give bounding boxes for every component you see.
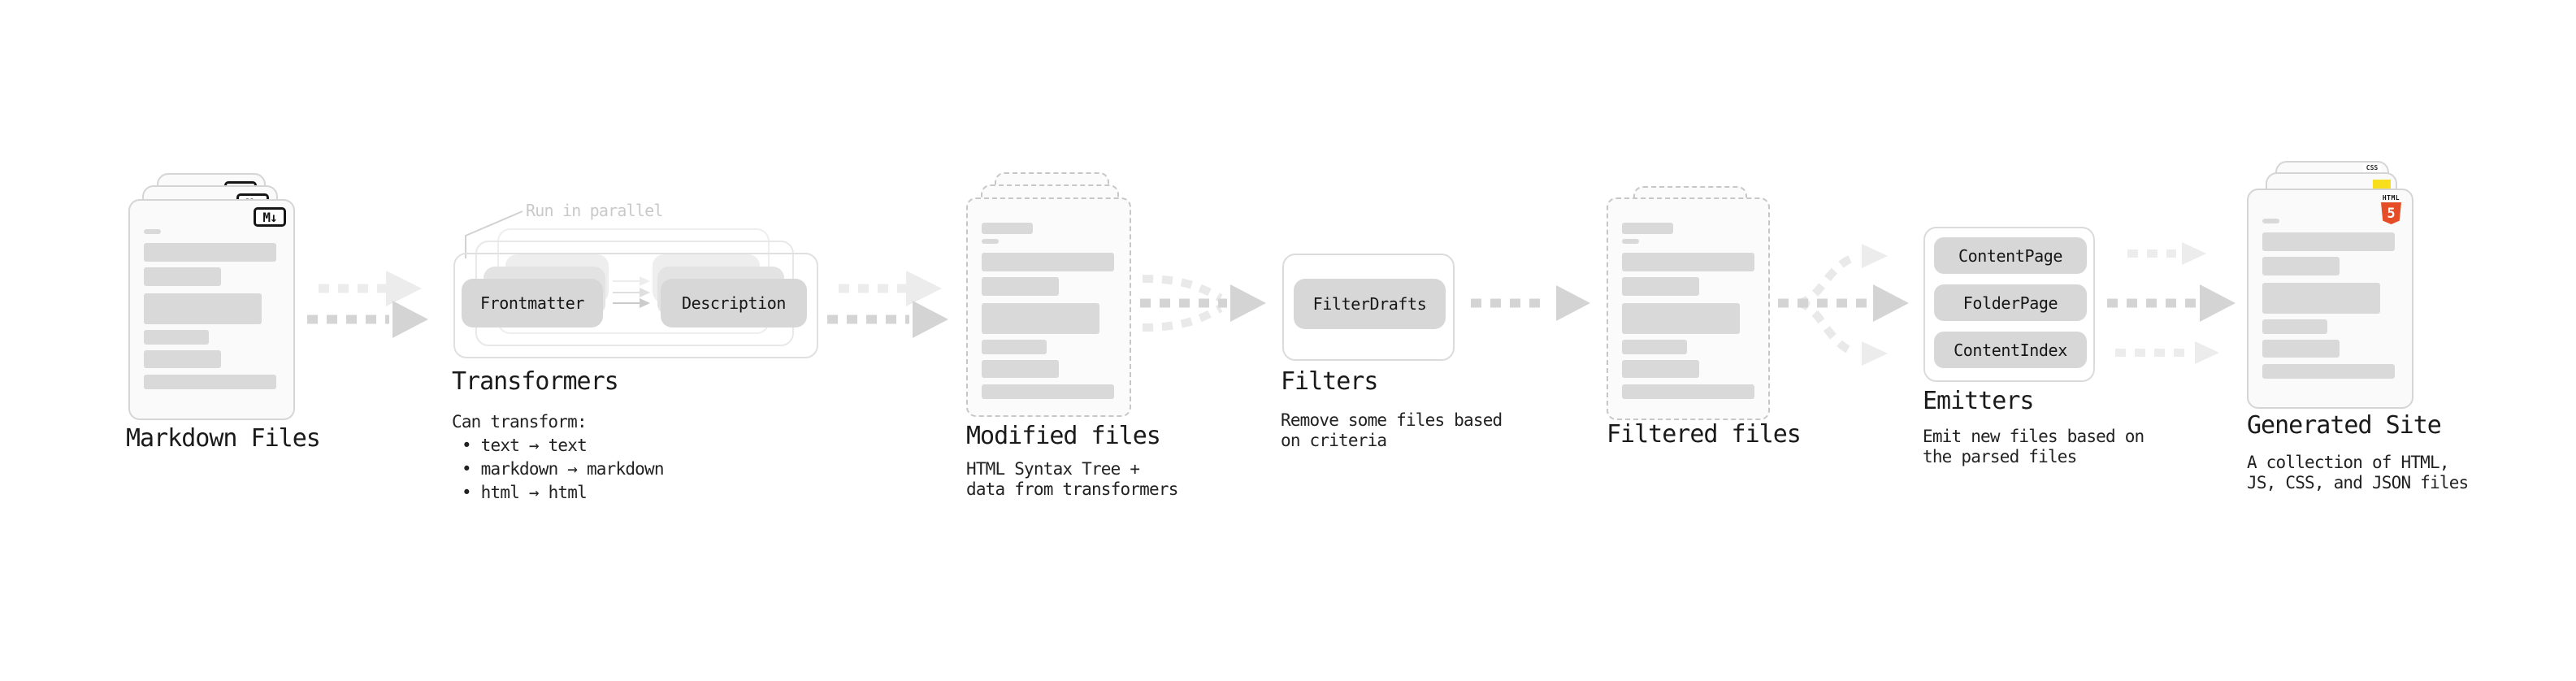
- subtitle-line: Remove some files based: [1281, 410, 1503, 430]
- flow-arrow-branch-to-emitters: [1778, 244, 1909, 366]
- description-pill: Description: [661, 279, 807, 327]
- doc-text-bar: [1622, 303, 1740, 334]
- mini-arrow-back: [613, 276, 650, 286]
- doc-text-bar: [2262, 283, 2380, 314]
- html5-icon-label: HTML: [2382, 194, 2400, 202]
- filterdrafts-pill: FilterDrafts: [1294, 279, 1446, 329]
- doc-text-bar: [1622, 340, 1687, 354]
- doc-text-bar: [144, 293, 262, 324]
- doc-text-bar: [1622, 360, 1699, 378]
- frontmatter-pill: Frontmatter: [462, 279, 603, 327]
- transform-bullet: • text → text: [462, 436, 588, 455]
- subtitle-line: Emit new files based on: [1923, 427, 2144, 446]
- subtitle-line: A collection of HTML,: [2247, 453, 2450, 472]
- flow-arrow-filters-to-filtered: [1471, 285, 1590, 321]
- doc-text-bar: [982, 360, 1059, 378]
- doc-text-bar: [982, 384, 1114, 399]
- folderpage-pill: FolderPage: [1934, 284, 2087, 321]
- markdown-files-title: Markdown Files: [126, 424, 321, 453]
- doc-text-bar: [2262, 219, 2279, 223]
- run-in-parallel-label: Run in parallel: [526, 201, 663, 220]
- doc-text-bar: [1622, 253, 1754, 271]
- doc-text-bar: [144, 243, 276, 262]
- doc-text-bar: [982, 223, 1033, 234]
- doc-text-bar: [144, 330, 209, 345]
- doc-text-bar: [144, 229, 161, 234]
- filters-title: Filters: [1281, 367, 1378, 396]
- doc-text-bar: [2262, 232, 2395, 251]
- html5-icon: HTML 5: [2381, 194, 2401, 224]
- can-transform-label: Can transform:: [452, 412, 588, 432]
- flow-arrow-transformers-to-modified: [827, 271, 948, 338]
- generated-site-title: Generated Site: [2247, 411, 2442, 440]
- flow-arrow-markdown-to-transformers: [307, 271, 428, 338]
- transformers-description: Can transform: • text → text • markdown …: [452, 410, 665, 505]
- modified-file-card-front: [966, 197, 1131, 417]
- generated-site-subtitle: A collection of HTML, JS, CSS, and JSON …: [2247, 453, 2469, 493]
- contentpage-pill: ContentPage: [1934, 237, 2087, 274]
- mini-arrow-middle: [613, 288, 650, 297]
- modified-files-title: Modified files: [966, 422, 1161, 450]
- doc-text-bar: [144, 375, 276, 389]
- transform-bullet: • html → html: [462, 483, 588, 502]
- contentindex-pill: ContentIndex: [1934, 332, 2087, 368]
- markdown-file-card-front: M↓: [128, 199, 295, 420]
- modified-files-subtitle: HTML Syntax Tree + data from transformer…: [966, 459, 1178, 500]
- doc-text-bar: [982, 239, 999, 244]
- doc-text-bar: [2262, 319, 2327, 334]
- css-icon-label: CSS: [2366, 164, 2379, 171]
- subtitle-line: HTML Syntax Tree +: [966, 459, 1140, 479]
- emitters-subtitle: Emit new files based on the parsed files: [1923, 427, 2144, 467]
- doc-text-bar: [982, 340, 1047, 354]
- generated-file-card-front: HTML 5: [2247, 189, 2413, 409]
- doc-text-bar: [982, 277, 1059, 296]
- doc-text-bar: [144, 350, 221, 368]
- doc-text-bar: [982, 303, 1099, 334]
- doc-text-bar: [1622, 277, 1699, 296]
- doc-text-bar: [2262, 364, 2395, 379]
- doc-text-bar: [2262, 340, 2340, 358]
- markdown-icon: M↓: [254, 207, 286, 227]
- doc-text-bar: [2262, 257, 2340, 275]
- filtered-files-title: Filtered files: [1607, 420, 1802, 449]
- filtered-file-card-front: [1607, 197, 1770, 420]
- subtitle-line: JS, CSS, and JSON files: [2247, 473, 2469, 492]
- doc-text-bar: [1622, 239, 1639, 244]
- js-icon: [2373, 180, 2391, 190]
- mini-arrow-front: [613, 298, 650, 308]
- transformers-title: Transformers: [452, 367, 619, 396]
- doc-text-bar: [1622, 384, 1754, 399]
- doc-text-bar: [1622, 223, 1673, 234]
- filters-subtitle: Remove some files based on criteria: [1281, 410, 1503, 451]
- transform-bullet: • markdown → markdown: [462, 459, 665, 479]
- annotation-leader-line: [465, 210, 523, 258]
- subtitle-line: on criteria: [1281, 431, 1387, 450]
- subtitle-line: the parsed files: [1923, 447, 2077, 466]
- flow-arrow-merge-to-filters: [1140, 275, 1266, 332]
- subtitle-line: data from transformers: [966, 479, 1178, 499]
- flow-arrow-emitters-to-generated: [2107, 242, 2236, 364]
- html5-icon-shield: 5: [2381, 202, 2401, 224]
- emitters-title: Emitters: [1923, 387, 2034, 415]
- doc-text-bar: [144, 267, 221, 286]
- doc-text-bar: [982, 253, 1114, 271]
- transformer-layer-front: [453, 253, 818, 358]
